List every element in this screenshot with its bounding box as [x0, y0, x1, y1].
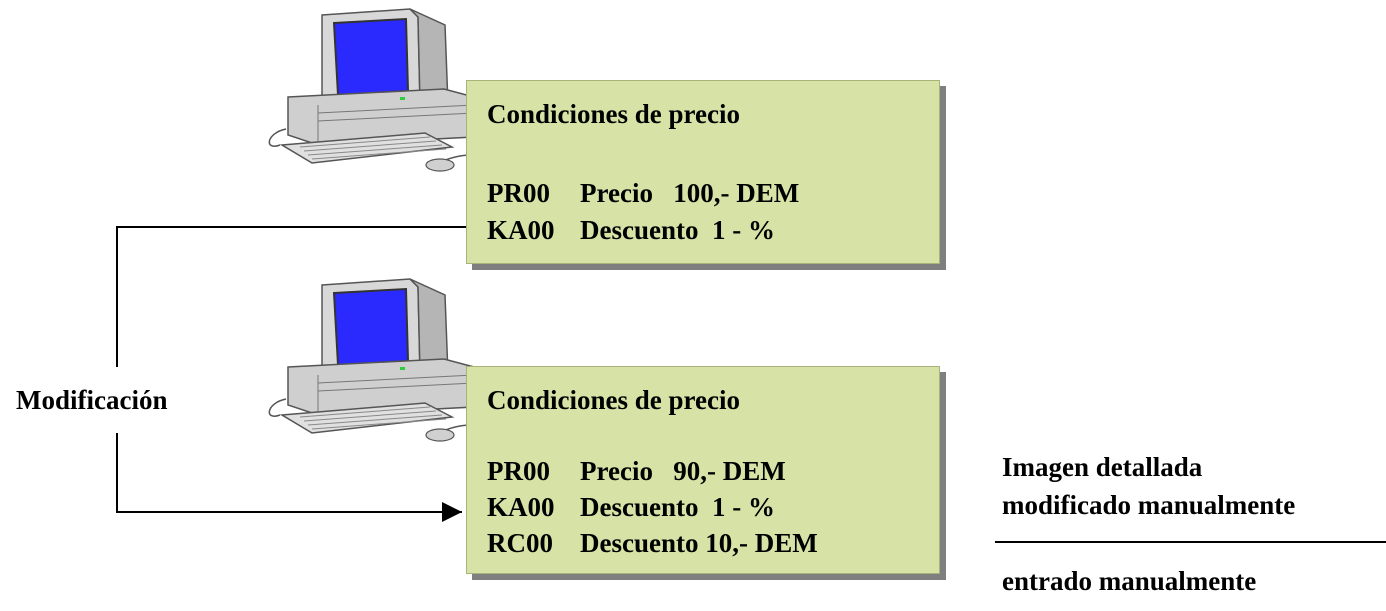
connector-line-top [116, 226, 466, 367]
condition-text: Descuento 1 - % [580, 492, 775, 522]
computer-icon [268, 8, 483, 172]
condition-text: Descuento 1 - % [580, 215, 775, 245]
modification-label: Modificación [16, 385, 168, 415]
legend-divider [995, 541, 1386, 543]
condition-text: Descuento 10,- DEM [580, 528, 818, 558]
price-conditions-panel-modified: Condiciones de precio PR00 Precio 90,- DE… [466, 366, 940, 574]
connector-arrow-bottom [116, 433, 462, 522]
condition-row-pr00: PR00 Precio 100,- DEM [487, 178, 799, 209]
panel-title: Condiciones de precio [487, 385, 741, 415]
panel-title: Condiciones de precio [487, 99, 741, 129]
condition-code: KA00 [487, 492, 555, 522]
legend-modified-manually: modificado manualmente [1002, 490, 1296, 520]
condition-text: Precio 100,- DEM [580, 178, 800, 208]
legend-entered-manually: entrado manualmente [1002, 566, 1257, 596]
condition-row-rc00: RC00 Descuento 10,- DEM [487, 528, 818, 559]
price-conditions-panel-original: Condiciones de precio PR00 Precio 100,- D… [466, 80, 940, 264]
condition-code: KA00 [487, 215, 555, 245]
condition-code: PR00 [487, 178, 550, 208]
condition-code: RC00 [487, 528, 553, 558]
condition-row-pr00: PR00 Precio 90,- DEM [487, 456, 786, 487]
condition-code: PR00 [487, 456, 550, 486]
condition-row-ka00: KA00 Descuento 1 - % [487, 492, 775, 523]
legend-detailed-image: Imagen detallada [1002, 452, 1203, 482]
computer-icon [268, 278, 483, 442]
condition-text: Precio 90,- DEM [580, 456, 786, 486]
condition-row-ka00: KA00 Descuento 1 - % [487, 215, 775, 246]
